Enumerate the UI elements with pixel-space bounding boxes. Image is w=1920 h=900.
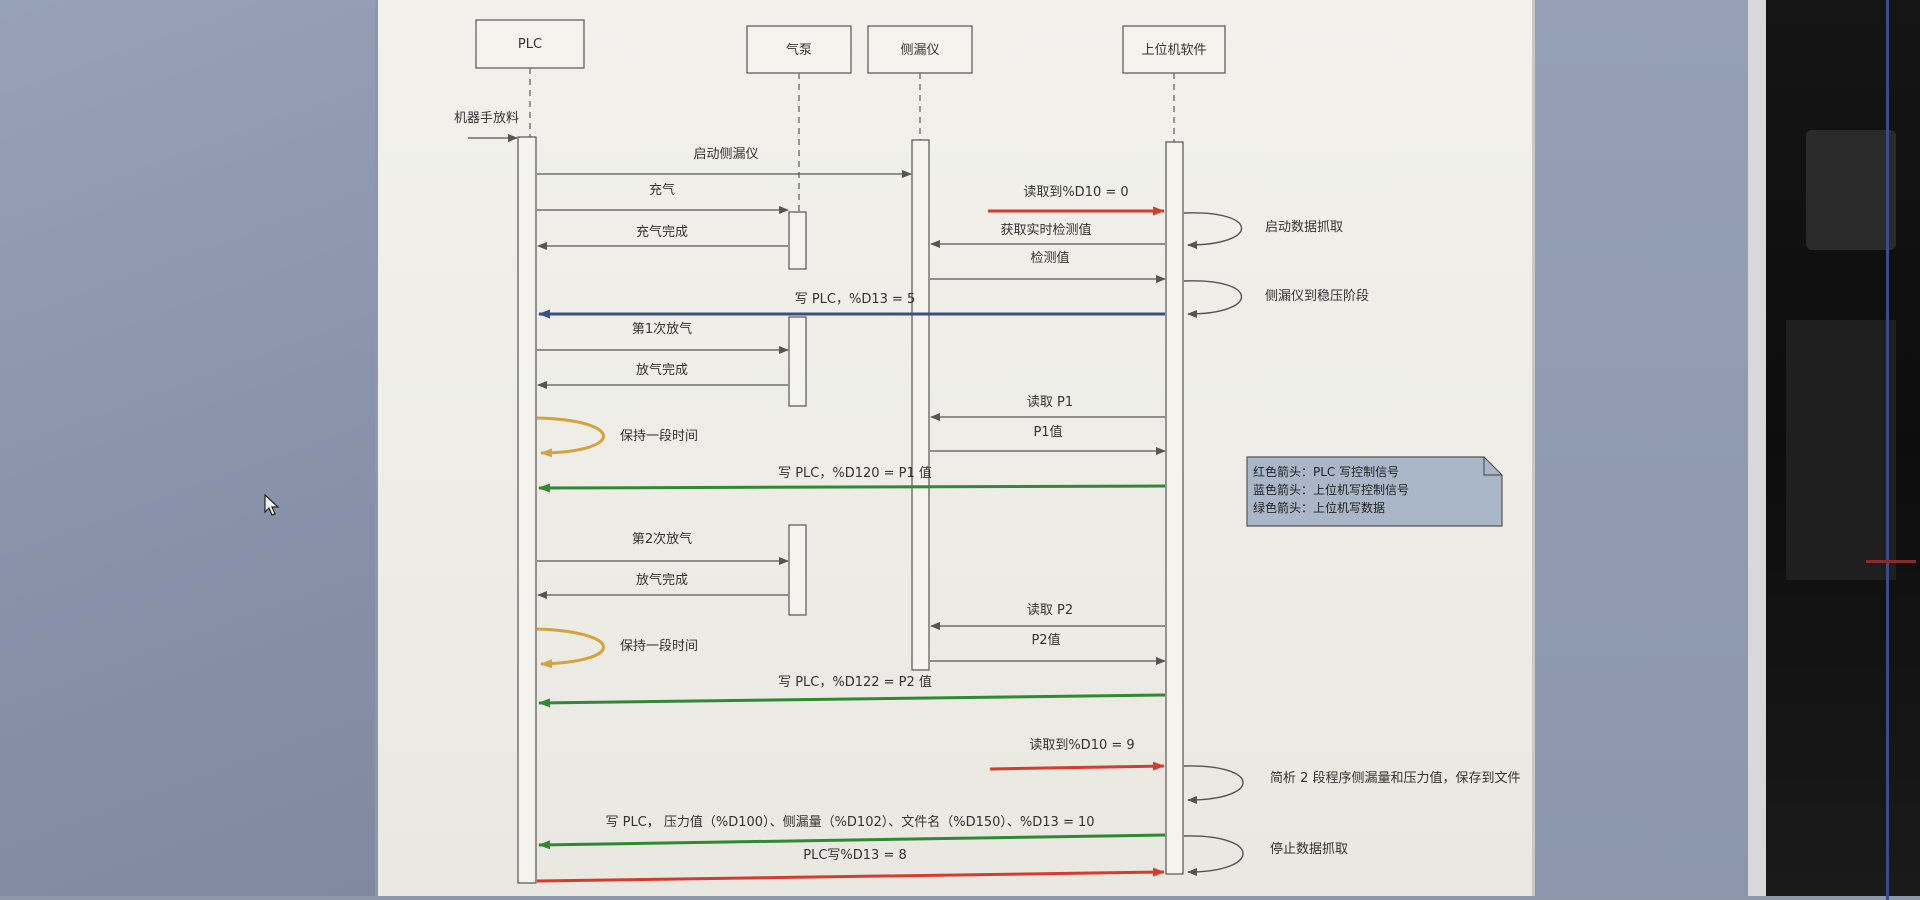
- self-call-label: 停止数据抓取: [1270, 841, 1348, 857]
- msg-label: 充气完成: [636, 224, 688, 240]
- self-call-label: 保持一段时间: [620, 429, 698, 444]
- participant-pump: 气泵: [746, 25, 852, 74]
- message-labels: 启动侧漏仪 充气 充气完成 读取到%D10 = 0 获取实时检测值 检测值 写 …: [605, 146, 1134, 863]
- msg-label: 写 PLC，%D120 = P1 值: [778, 465, 932, 481]
- self-call-label: 保持一段时间: [620, 639, 698, 654]
- participant-host-software: 上位机软件: [1122, 25, 1226, 74]
- desk-background-left: [0, 0, 375, 896]
- msg-label: 写 PLC，%D13 = 5: [795, 292, 916, 307]
- msg-label: 启动侧漏仪: [693, 146, 758, 162]
- self-call-hold-1: [536, 416, 605, 458]
- participant-leak-tester-label: 侧漏仪: [900, 42, 939, 58]
- msg-label: 写 PLC，%D122 = P2 值: [778, 674, 932, 690]
- msg-label: 读取 P1: [1027, 395, 1073, 410]
- legend-box: [1246, 456, 1503, 527]
- msg-read-d10-9-arrow: [989, 761, 1165, 771]
- participant-plc-label: PLC: [518, 37, 542, 52]
- participant-pump-label: 气泵: [786, 42, 812, 58]
- msg-label: 读取到%D10 = 9: [1029, 738, 1134, 753]
- participant-host-software-label: 上位机软件: [1141, 43, 1206, 58]
- cable: [1866, 560, 1916, 563]
- participant-plc: PLC: [475, 19, 585, 69]
- msg-label: P1值: [1033, 424, 1062, 440]
- self-call-analyze: [1183, 765, 1244, 804]
- msg-label: 写 PLC， 压力值（%D100）、侧漏量（%D102）、文件名（%D150）、…: [605, 814, 1094, 830]
- cable: [1886, 0, 1889, 900]
- msg-label: 第1次放气: [632, 321, 692, 337]
- hardware-block: [1786, 320, 1896, 580]
- diagram-page: [378, 0, 1536, 896]
- activation-pump-2: [788, 316, 807, 407]
- incoming-label: 机器手放料: [454, 111, 519, 126]
- activation-pump-1: [788, 211, 807, 270]
- hardware-edge: [1766, 0, 1920, 900]
- incoming-message: 机器手放料: [454, 111, 519, 142]
- self-call-stable-phase: [1183, 280, 1243, 318]
- msg-write-d120-arrow: [538, 483, 1166, 493]
- msg-write-d122-arrow: [538, 693, 1166, 708]
- legend-item-blue: 蓝色箭头：上位机写控制信号: [1253, 482, 1409, 497]
- self-call-label: 简析 2 段程序侧漏量和压力值，保存到文件: [1270, 770, 1521, 786]
- page-edge: [1532, 0, 1535, 896]
- msg-label: 读取 P2: [1027, 603, 1073, 618]
- legend-note: 红色箭头：PLC 写控制信号 蓝色箭头：上位机写控制信号 绿色箭头：上位机写数据: [1246, 456, 1503, 527]
- msg-label: 充气: [649, 182, 675, 198]
- msg-write-results-arrow: [538, 833, 1166, 850]
- self-call-stop-capture: [1183, 835, 1244, 876]
- desk-background-right: [1535, 0, 1750, 896]
- participant-leak-tester: 侧漏仪: [867, 25, 973, 74]
- activation-plc: [517, 136, 537, 884]
- msg-label: 放气完成: [636, 362, 688, 378]
- hardware-block: [1806, 130, 1896, 250]
- activations: [517, 136, 1184, 884]
- msg-label: P2值: [1031, 632, 1060, 648]
- message-arrows: [536, 170, 1166, 883]
- msg-label: 第2次放气: [632, 531, 692, 547]
- msg-label: 放气完成: [636, 572, 688, 588]
- self-call-labels: 启动数据抓取 侧漏仪到稳压阶段 保持一段时间 保持一段时间 简析 2 段程序侧漏…: [620, 220, 1521, 857]
- monitor-bezel: [1748, 0, 1766, 896]
- self-call-start-capture: [1183, 212, 1243, 249]
- self-call-label: 侧漏仪到稳压阶段: [1265, 288, 1369, 304]
- mouse-cursor-icon: [264, 494, 280, 516]
- msg-label: 读取到%D10 = 0: [1023, 185, 1128, 200]
- msg-label: 获取实时检测值: [1000, 222, 1091, 238]
- legend-fold: [1483, 457, 1502, 476]
- lifelines: [529, 68, 1175, 212]
- legend-item-green: 绿色箭头：上位机写数据: [1253, 500, 1385, 515]
- msg-label: 检测值: [1030, 250, 1069, 266]
- self-call-label: 启动数据抓取: [1265, 220, 1343, 235]
- legend-item-red: 红色箭头：PLC 写控制信号: [1253, 464, 1399, 479]
- msg-plc-write-d13-8-arrow: [536, 867, 1165, 883]
- self-calls: [536, 212, 1244, 876]
- self-call-hold-2: [536, 627, 605, 669]
- activation-pump-3: [788, 524, 807, 616]
- activation-leak-tester: [911, 139, 930, 671]
- msg-label: PLC写%D13 = 8: [803, 848, 907, 863]
- activation-host-software: [1165, 141, 1184, 875]
